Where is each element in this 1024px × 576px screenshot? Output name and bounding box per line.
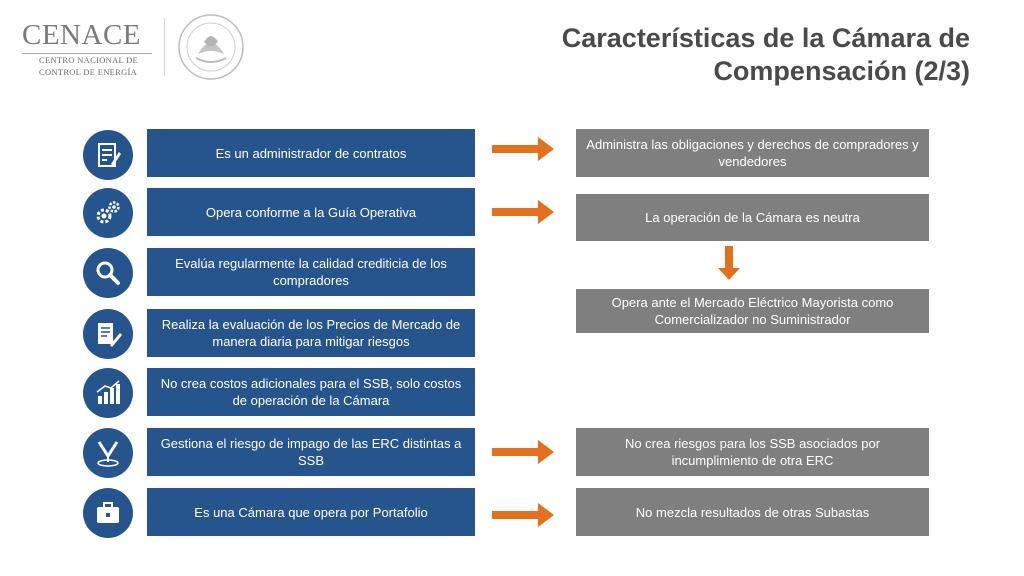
logo-divider xyxy=(164,18,165,76)
logo-underline xyxy=(22,53,152,54)
magnifier-icon xyxy=(83,248,133,298)
page-title-line1: Características de la Cámara de xyxy=(561,23,970,53)
feature-box-1: Es un administrador de contratos xyxy=(147,129,475,177)
page-title-line2: Compensación (2/3) xyxy=(713,56,970,86)
arrow-right-2 xyxy=(492,200,554,224)
bar-chart-growth-icon xyxy=(83,368,133,418)
mexico-seal-icon xyxy=(178,14,244,80)
logo-subtitle: CENTRO NACIONAL DE CONTROL DE ENERGÍA xyxy=(39,54,138,78)
logo-subtitle-line2: CONTROL DE ENERGÍA xyxy=(39,67,138,77)
briefcase-icon xyxy=(83,488,133,538)
feature-box-5: No crea costos adicionales para el SSB, … xyxy=(147,368,475,416)
result-box-2: La operación de la Cámara es neutra xyxy=(576,194,929,241)
feature-box-4: Realiza la evaluación de los Precios de … xyxy=(147,309,475,357)
logo-title: CENACE xyxy=(22,19,141,51)
gears-icon xyxy=(83,188,133,238)
result-box-1: Administra las obligaciones y derechos d… xyxy=(576,129,929,177)
logo-subtitle-line1: CENTRO NACIONAL DE xyxy=(39,55,139,65)
feature-box-7: Es una Cámara que opera por Portafolio xyxy=(147,488,475,536)
risk-target-icon xyxy=(83,428,133,478)
result-box-3: Opera ante el Mercado Eléctrico Mayorist… xyxy=(576,289,929,333)
arrow-right-1 xyxy=(492,137,554,161)
result-box-5: No mezcla resultados de otras Subastas xyxy=(576,488,929,536)
arrow-right-3 xyxy=(492,440,554,464)
page-title: Características de la Cámara de Compensa… xyxy=(410,22,970,88)
document-pencil-icon xyxy=(83,309,133,359)
feature-box-3: Evalúa regularmente la calidad creditici… xyxy=(147,248,475,296)
feature-box-2: Opera conforme a la Guía Operativa xyxy=(147,188,475,236)
feature-box-6: Gestiona el riesgo de impago de las ERC … xyxy=(147,428,475,476)
contract-document-icon xyxy=(83,130,133,180)
arrow-right-4 xyxy=(492,503,554,527)
cenace-logo: CENACE CENTRO NACIONAL DE CONTROL DE ENE… xyxy=(22,18,157,80)
arrow-down xyxy=(718,246,740,280)
result-box-4: No crea riesgos para los SSB asociados p… xyxy=(576,428,929,476)
